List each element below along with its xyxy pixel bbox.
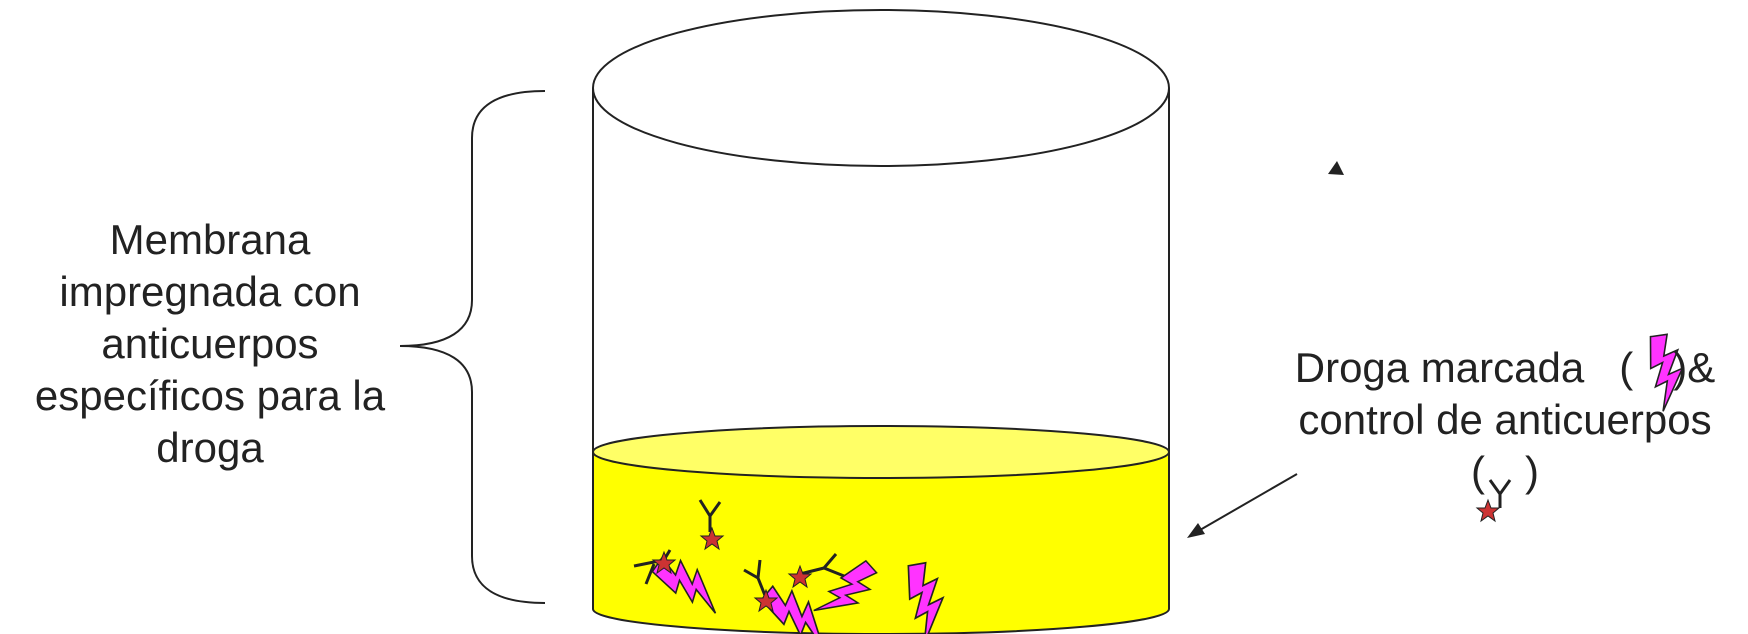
cylinder-top-ellipse [592,9,1170,167]
star-icon [787,564,813,589]
antibody-icon [633,549,677,585]
liquid-surface [592,425,1170,479]
antibody-icon [743,559,779,613]
star-icon [651,550,677,575]
particles [633,499,952,634]
membrane-label-line: impregnada con [59,268,361,315]
star-icon [699,526,725,551]
membrane-label: Membrana impregnada con anticuerpos espe… [0,214,420,474]
antibody-legend-close-paren: ) [1525,448,1539,495]
curly-brace [399,90,546,604]
drug-label-line-2: control de anticuerpos [1298,396,1712,443]
membrane-label-line: droga [156,424,264,471]
drug-label: Droga marcada ( )& control de anticuerpos… [1262,342,1748,498]
membrane-label-line: Membrana [109,216,311,263]
drug-label-line-3: () [1262,446,1748,498]
drug-label-line-1: Droga marcada ( )& [1262,342,1748,394]
membrane-label-line: anticuerpos [101,320,319,367]
arrow-icon [1187,473,1298,538]
antibody-icon [698,499,725,551]
legend-star-icon [1475,498,1501,523]
liquid [592,425,1170,634]
antibody-icon [787,553,845,589]
drug-label-open-paren: ( [1619,344,1634,391]
drug-label-text: Droga marcada [1294,344,1585,391]
liquid-body [592,451,1170,634]
antibody-legend-open-paren: ( [1471,448,1485,495]
arrowhead-icon [1328,161,1344,175]
legend-antibody-icon [1475,479,1512,523]
drug-label-close-paren: )& [1673,344,1716,391]
membrane-label-line: específicos para la [34,372,386,419]
star-icon [753,588,779,613]
